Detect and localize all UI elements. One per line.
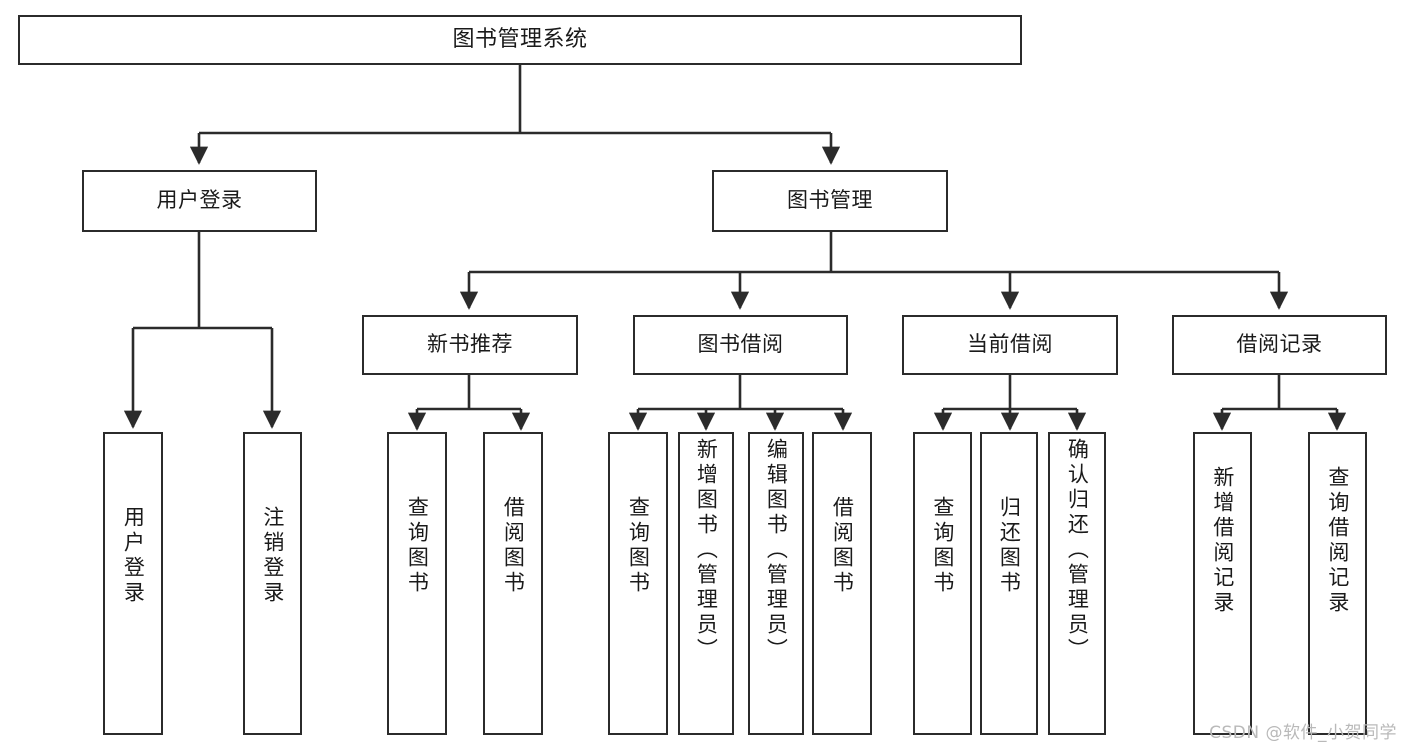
leaf-label: 注销登录 xyxy=(260,506,285,606)
leaf-borrow-book-recommend[interactable]: 借阅图书 xyxy=(483,432,543,735)
node-book-management[interactable]: 图书管理 xyxy=(712,170,948,232)
leaf-label: 确认归还（管理员） xyxy=(1065,438,1090,663)
leaf-return-book[interactable]: 归还图书 xyxy=(980,432,1038,735)
leaf-query-borrow-record[interactable]: 查询借阅记录 xyxy=(1308,432,1367,735)
leaf-user-login[interactable]: 用户登录 xyxy=(103,432,163,735)
node-current-borrow[interactable]: 当前借阅 xyxy=(902,315,1118,375)
leaf-label: 编辑图书（管理员） xyxy=(764,438,789,663)
leaf-add-book-admin[interactable]: 新增图书（管理员） xyxy=(678,432,734,735)
leaf-label: 查询借阅记录 xyxy=(1325,466,1350,616)
leaf-label: 查询图书 xyxy=(626,496,651,596)
leaf-query-book-recommend[interactable]: 查询图书 xyxy=(387,432,447,735)
leaf-query-book-current[interactable]: 查询图书 xyxy=(913,432,972,735)
node-book-borrow[interactable]: 图书借阅 xyxy=(633,315,848,375)
node-root[interactable]: 图书管理系统 xyxy=(18,15,1022,65)
leaf-label: 查询图书 xyxy=(405,496,430,596)
leaf-add-borrow-record[interactable]: 新增借阅记录 xyxy=(1193,432,1252,735)
node-new-book-recommend[interactable]: 新书推荐 xyxy=(362,315,578,375)
leaf-label: 新增图书（管理员） xyxy=(694,438,719,663)
leaf-edit-book-admin[interactable]: 编辑图书（管理员） xyxy=(748,432,804,735)
leaf-confirm-return-admin[interactable]: 确认归还（管理员） xyxy=(1048,432,1106,735)
leaf-label: 借阅图书 xyxy=(830,496,855,596)
leaf-query-book-borrow[interactable]: 查询图书 xyxy=(608,432,668,735)
leaf-label: 用户登录 xyxy=(121,506,146,606)
node-user-login[interactable]: 用户登录 xyxy=(82,170,317,232)
watermark: CSDN @软件_小贺同学 xyxy=(1209,723,1397,743)
leaf-logout[interactable]: 注销登录 xyxy=(243,432,302,735)
leaf-label: 归还图书 xyxy=(997,496,1022,596)
leaf-label: 借阅图书 xyxy=(501,496,526,596)
node-borrow-record[interactable]: 借阅记录 xyxy=(1172,315,1387,375)
leaf-label: 新增借阅记录 xyxy=(1210,466,1235,616)
leaf-label: 查询图书 xyxy=(930,496,955,596)
leaf-borrow-book[interactable]: 借阅图书 xyxy=(812,432,872,735)
